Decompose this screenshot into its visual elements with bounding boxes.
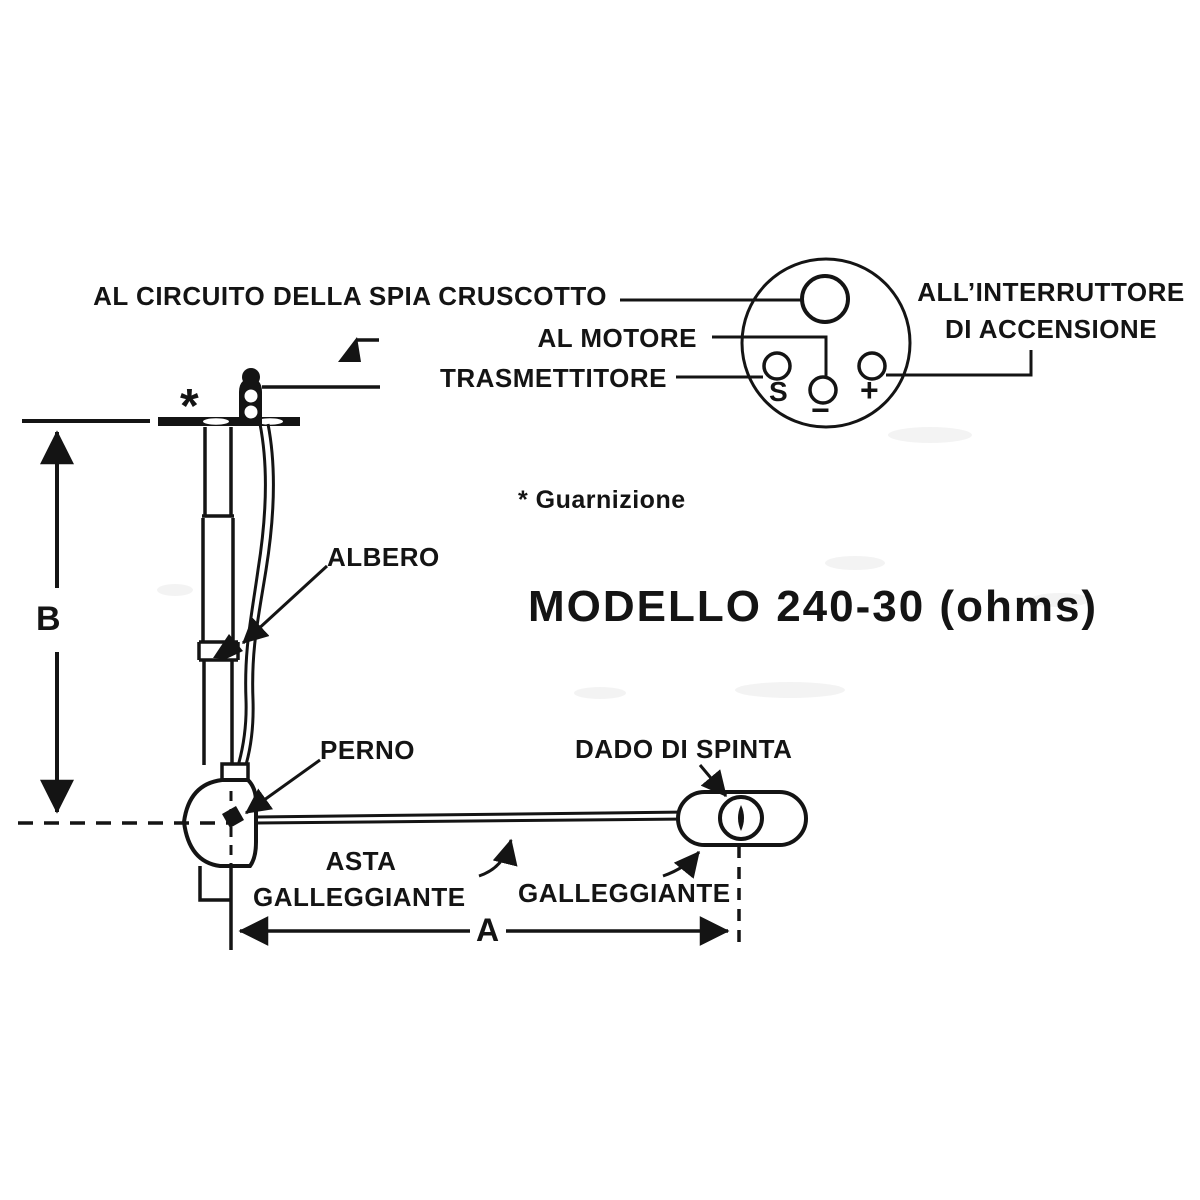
shaft-label: ALBERO [327,542,440,572]
terminal-post [239,368,380,425]
pivot-label: PERNO [320,735,415,765]
housing-lower-step [198,866,231,902]
plus-terminal [857,351,887,381]
dimension-b-label: B [36,600,62,638]
thrust-nut-slot [738,805,744,831]
minus-terminal [808,375,838,405]
scan-noise [157,427,1090,699]
sender-flange [158,417,300,426]
sender-shaft-tube [197,427,240,765]
pivot-housing [181,762,258,868]
float-body [676,790,808,847]
model-title: MODELLO 240-30 (ohms) [528,582,1099,631]
float-rod-label-line2: GALLEGGIANTE [253,882,466,912]
dado-leader [698,764,728,797]
albero-leader [241,564,329,645]
transmitter-label: TRASMETTITORE [439,363,667,393]
terminal-plus-label: + [860,372,880,408]
float-label: GALLEGGIANTE [518,878,731,908]
shaft-collar-wedge [213,634,243,659]
gasket-note: * Guarnizione [518,486,686,514]
ignition-switch-label-line2: DI ACCENSIONE [944,314,1158,344]
to-engine-label: AL MOTORE [537,323,697,353]
asta-leader [478,838,518,878]
terminal-minus-label: − [811,392,831,428]
perno-leader [244,758,321,815]
leader-arrows [241,564,728,879]
ignition-wire [886,350,1033,377]
connector-wires [620,298,1033,379]
dimension-a-label: A [476,912,500,948]
sender-wire-loom [236,423,275,769]
float-rod-label-line1: ASTA [325,846,397,876]
gasket-asterisk: * [180,380,200,433]
galleggiante-leader [662,851,701,879]
float-rod [255,810,689,825]
dash-light-circuit-label: AL CIRCUITO DELLA SPIA CRUSCOTTO [93,281,607,311]
engine-wire [712,335,828,376]
terminal-s-label: S [769,376,789,407]
thrust-nut-label: DADO DI SPINTA [575,734,793,764]
pivot-pin [222,806,244,828]
dimension-b [22,419,150,814]
s-terminal [762,351,792,381]
lamp-terminal [800,274,850,324]
connector-face [740,257,912,429]
gasket-flag [338,337,379,362]
ignition-switch-label-line1: ALL’INTERRUTTORE [917,277,1185,307]
connector-body [740,257,912,429]
